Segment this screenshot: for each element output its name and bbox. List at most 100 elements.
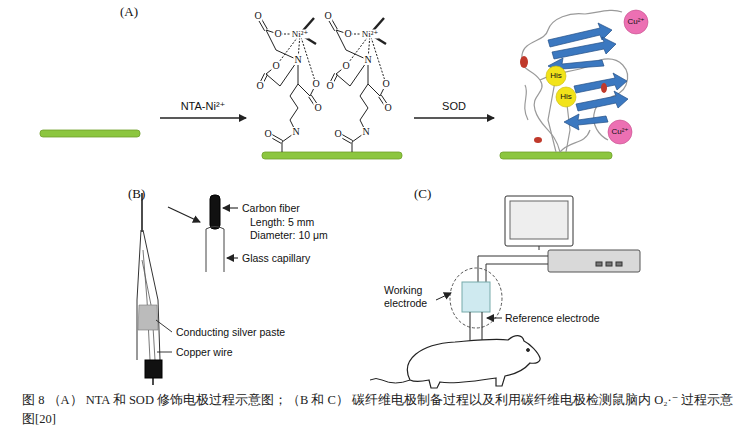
atom-label: N [361, 127, 370, 137]
atom-label: O [333, 129, 342, 139]
panel-label: (C) [414, 186, 431, 202]
atom-label: O [313, 103, 322, 113]
atom-label: O [271, 61, 280, 71]
drawing-part [520, 56, 528, 68]
bond-line [282, 142, 283, 152]
drawing-part [601, 83, 607, 93]
electrode-plates [40, 130, 612, 159]
panel-label: (A) [120, 4, 138, 20]
drawing-part [157, 352, 172, 353]
atom-label: O [255, 81, 264, 91]
drawing-part [262, 152, 402, 159]
atom-label: O [381, 79, 390, 89]
drawing-part [510, 201, 568, 239]
drawing-part [223, 207, 238, 208]
bond-line [352, 142, 353, 152]
drawing-part [462, 282, 490, 312]
process-arrows [160, 117, 494, 118]
drawing-part [552, 37, 616, 59]
drawing-part [556, 87, 576, 107]
reagent-label: SOD [442, 100, 466, 113]
part-label: Carbon fiber [242, 202, 300, 215]
drawing-part [414, 117, 494, 118]
atom-label: O [325, 81, 334, 91]
drawing-part [564, 114, 608, 130]
drawing-part [152, 378, 153, 385]
drawing-part [624, 10, 648, 34]
drawing-part [606, 262, 612, 266]
residue-label: His [560, 93, 572, 101]
bond-line [360, 84, 368, 96]
ion-label: Cu²⁺ [627, 18, 644, 26]
atom-label: N [293, 55, 302, 65]
part-label: Copper wire [176, 346, 233, 359]
drawing-part [156, 320, 172, 332]
ion-label: Ni²⁺ [291, 30, 309, 39]
part-label: Conducting silver paste [176, 326, 285, 339]
dimension-label: Length: 5 mm [250, 216, 314, 229]
drawing-part [546, 66, 566, 86]
atom-label: O [311, 79, 320, 89]
atom-label: O [273, 29, 282, 39]
bond-line [360, 96, 368, 108]
drawing-part [585, 10, 622, 14]
drawing-part [608, 120, 632, 144]
drawing-part [574, 73, 627, 93]
part-label: Glass capillary [242, 252, 310, 265]
drawing-part [539, 246, 540, 250]
drawing-part [576, 91, 628, 111]
drawing-part [450, 268, 502, 328]
drawing-part [407, 336, 540, 388]
part-label: Reference electrode [505, 312, 600, 325]
bond-line [290, 108, 298, 120]
drawing-part [596, 262, 602, 266]
bond-line [298, 84, 310, 96]
ion-label: Ni²⁺ [361, 30, 379, 39]
figure-caption: 图 8 （A） NTA 和 SOD 修饰电极过程示意图；（B 和 C） 碳纤维电… [22, 391, 734, 430]
drawing-part [206, 227, 224, 273]
drawing-part [137, 230, 160, 360]
drawing-part [370, 379, 410, 384]
drawing-part [548, 76, 556, 152]
drawing-part [548, 250, 640, 272]
drawing-part [525, 85, 528, 120]
drawing-part [548, 23, 628, 130]
atom-label: O [253, 11, 262, 21]
bond-line [290, 96, 298, 108]
drawing-part [560, 130, 590, 152]
ion-label: Cu²⁺ [611, 128, 628, 136]
drawing-part [487, 318, 502, 319]
sod-protein [520, 10, 648, 152]
bond-line [266, 74, 280, 86]
drawing-part [616, 262, 622, 266]
carbon-fiber-electrode [137, 193, 238, 385]
atom-label: O [263, 129, 272, 139]
drawing-part [520, 56, 607, 143]
drawing-part [210, 195, 220, 229]
bond-line [290, 84, 298, 96]
bond-line [360, 108, 368, 120]
atom-label: O [323, 11, 332, 21]
atom-label: N [291, 127, 300, 137]
drawing-part [227, 257, 238, 258]
atom-label: O [343, 29, 352, 39]
drawing-part [160, 117, 246, 118]
drawing-part [534, 137, 542, 143]
drawing-part [500, 152, 612, 159]
drawing-part [145, 360, 162, 378]
drawing-part [138, 305, 158, 330]
atom-label: N [363, 55, 372, 65]
drawing-part [168, 207, 200, 222]
drawing-part [436, 293, 451, 300]
drawing-part [505, 196, 573, 246]
panel-label: (B) [128, 186, 145, 202]
reagent-label: NTA-Ni²⁺ [181, 100, 226, 113]
drawing-part [40, 130, 140, 137]
part-label: Working electrode [384, 284, 444, 309]
atom-label: O [383, 103, 392, 113]
dimension-label: Diameter: 10 μm [250, 229, 328, 242]
bond-line [368, 84, 380, 96]
